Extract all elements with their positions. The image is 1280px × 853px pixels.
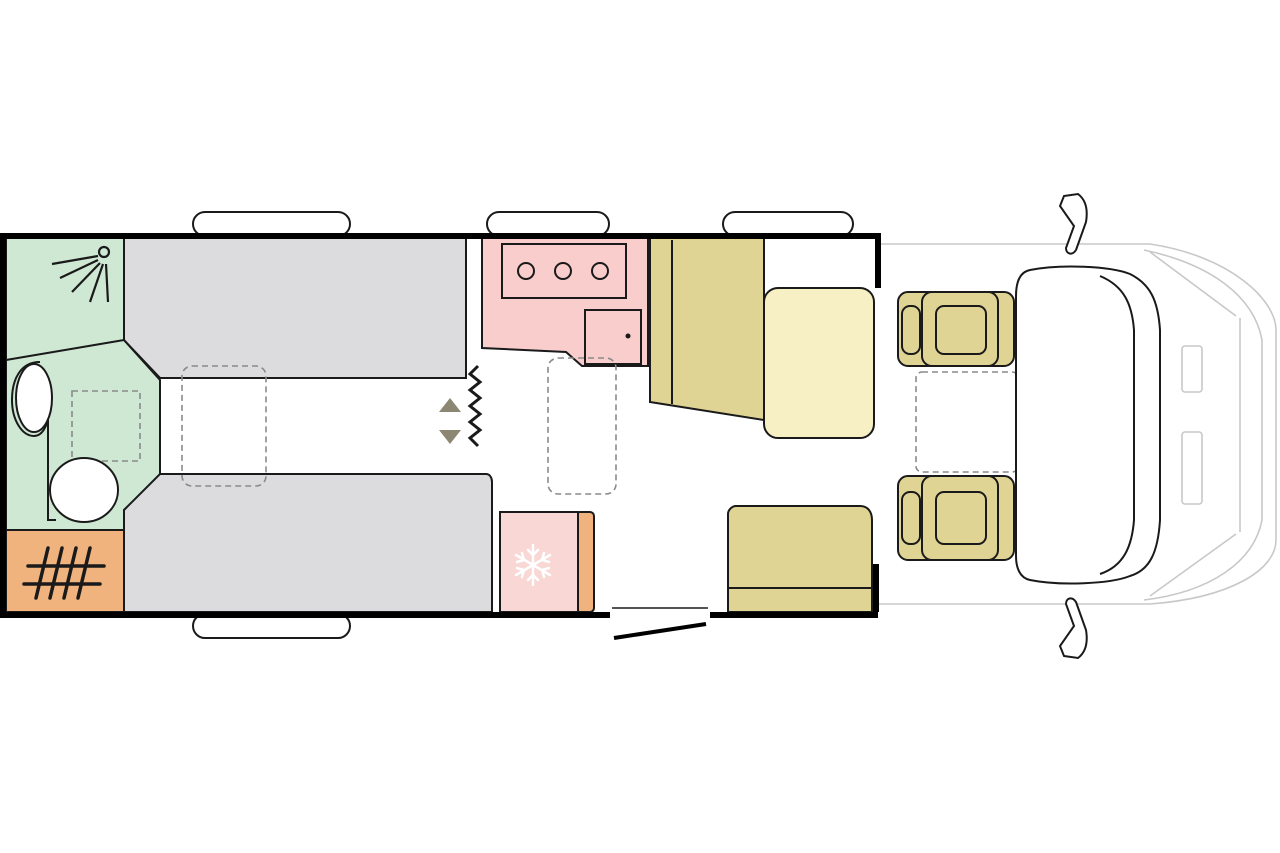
shower-icon [51, 245, 111, 303]
partition-curtain [467, 364, 483, 448]
window-top-lounge [722, 211, 854, 237]
dinette-table [763, 287, 875, 439]
heater-cabinet [5, 529, 125, 613]
hob-burner-1 [517, 262, 535, 280]
kitchen-floor-hatch [547, 357, 617, 495]
heater-grill-icon [22, 546, 106, 600]
toilet [49, 457, 119, 523]
side-seat [727, 505, 873, 613]
kitchen-counter [481, 237, 649, 367]
step-arrows-icon [439, 398, 461, 444]
cab-seat-driver [897, 475, 1015, 561]
shower-divider [5, 339, 125, 361]
lounge-bench-back [649, 237, 765, 422]
cab-windscreen [1015, 265, 1161, 585]
hob-burner-2 [554, 262, 572, 280]
mirror-top [1058, 192, 1088, 255]
cab [878, 192, 1277, 660]
cab-dashboard [1143, 249, 1263, 601]
entrance-door [613, 622, 707, 640]
shower-tray-drain [71, 390, 141, 462]
sink [584, 309, 642, 365]
cab-windscreen-inner [1099, 275, 1135, 575]
kitchen [481, 237, 649, 495]
cab-vent-1 [1181, 345, 1203, 393]
snowflake-icon [514, 543, 552, 587]
window-top-rear [192, 211, 351, 237]
hob-burner-3 [591, 262, 609, 280]
single-bed-bottom [123, 473, 493, 613]
cab-seats [897, 291, 1019, 561]
fridge [499, 511, 595, 613]
roof-windows [192, 211, 854, 639]
washbasin-bowl [15, 363, 53, 433]
cab-inner-line-bottom [1149, 533, 1237, 597]
window-top-kitchen [486, 211, 610, 237]
cab-floor-space [915, 371, 1019, 473]
bed-extension-infill [181, 365, 267, 487]
twin-single-beds [123, 237, 493, 613]
cab-inner-line-top [1149, 251, 1237, 317]
single-bed-top [123, 237, 467, 379]
l-shaped-lounge [649, 237, 875, 613]
cab-vent-2 [1181, 431, 1203, 505]
cab-body-outline [878, 243, 1277, 605]
cab-seat-passenger [897, 291, 1015, 367]
sink-drain [625, 333, 631, 339]
hob [501, 243, 627, 299]
exterior-walls [0, 233, 881, 640]
mirror-bottom [1058, 597, 1088, 660]
